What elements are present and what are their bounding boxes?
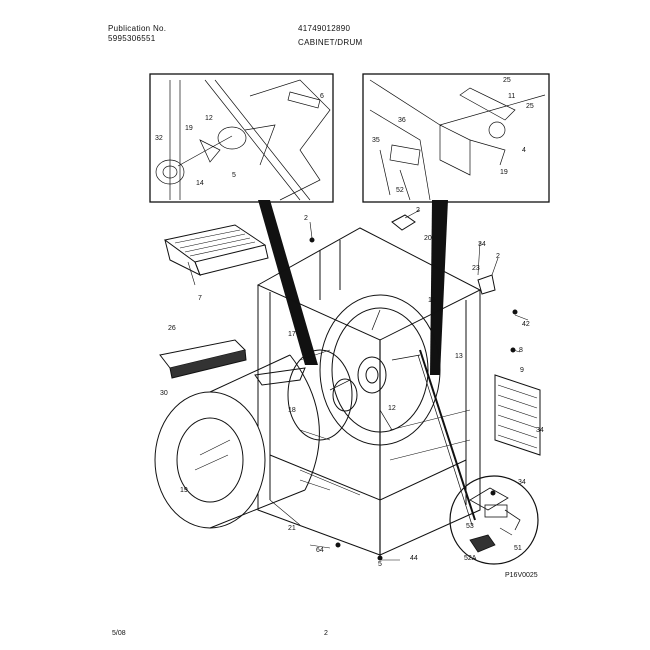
callout-8: 8: [519, 347, 523, 354]
callout-34: 34: [478, 241, 486, 248]
screw-2-top: [309, 237, 315, 243]
callout-20: 20: [424, 235, 432, 242]
callout-19: 19: [500, 169, 508, 176]
toe-kick-panel: [159, 339, 247, 379]
inset-right-pointer: [430, 200, 448, 375]
callout-2: 2: [304, 215, 308, 222]
callout-18: 18: [288, 407, 296, 414]
callout-5: 5: [378, 561, 382, 568]
screw-34: [490, 490, 496, 496]
inset-circle-frame: [449, 475, 539, 565]
callout-44: 44: [410, 555, 418, 562]
callout-34: 34: [518, 479, 526, 486]
footer-date: 5/08: [112, 630, 126, 637]
footer-page-number: 2: [324, 630, 328, 637]
callout-19: 19: [180, 487, 188, 494]
rear-grill: [494, 374, 541, 456]
callout-14: 14: [196, 180, 204, 187]
callout-9: 9: [520, 367, 524, 374]
blower-wheel: [319, 294, 441, 446]
callout-42: 42: [522, 321, 530, 328]
bracket-part-20: [391, 214, 416, 231]
callout-34: 34: [536, 427, 544, 434]
callout-36: 36: [398, 117, 406, 124]
publication-label: Publication No.: [108, 24, 167, 33]
callout-12: 12: [388, 405, 396, 412]
rear-bulkhead: [287, 349, 358, 441]
callout-51: 51: [514, 545, 522, 552]
model-number: 41749012890: [298, 24, 351, 33]
callout-53: 53: [466, 523, 474, 530]
callout-2: 2: [416, 207, 420, 214]
callout-64: 64: [316, 547, 324, 554]
callout-52: 52: [396, 187, 404, 194]
callout-35: 35: [372, 137, 380, 144]
inset-right-frame: [362, 73, 550, 203]
callout-32: 32: [155, 135, 163, 142]
section-title: CABINET/DRUM: [298, 38, 363, 47]
callout-labels: 2 2 2 20 34 23 16 42 8 13 9 12 34 17 26 …: [155, 77, 544, 579]
callout-7: 7: [198, 295, 202, 302]
callout-17: 17: [288, 331, 296, 338]
callout-11: 11: [508, 93, 515, 100]
callout-52a: 52A: [464, 555, 477, 562]
leader-lines: [269, 209, 541, 561]
inset-circle-detail: [469, 487, 521, 553]
drum: [154, 354, 320, 529]
inset-left-detail: [155, 79, 331, 201]
publication-number: 5995306551: [108, 34, 156, 43]
figure-code: P16V0025: [505, 572, 538, 579]
callout-6: 6: [320, 93, 324, 100]
bracket-part-23: [477, 274, 496, 295]
screw-3: [377, 555, 383, 561]
callout-30: 30: [160, 390, 168, 397]
callout-4: 4: [522, 147, 526, 154]
callout-16: 16: [428, 297, 436, 304]
screw-64: [335, 542, 341, 548]
callout-19: 19: [185, 125, 193, 132]
callout-25: 25: [503, 77, 511, 84]
callout-21: 21: [288, 525, 296, 532]
lint-screen: [163, 224, 269, 286]
inset-left-pointer: [258, 200, 318, 365]
screw-42: [512, 309, 518, 315]
callout-13: 13: [455, 353, 463, 360]
callout-25: 25: [526, 103, 534, 110]
drive-belt: [419, 349, 476, 521]
cabinet-frame: [256, 227, 482, 556]
callout-5: 5: [232, 172, 236, 179]
inset-left-frame: [149, 73, 334, 203]
callout-12: 12: [205, 115, 213, 122]
callout-2: 2: [496, 253, 500, 260]
callout-26: 26: [168, 325, 176, 332]
callout-23: 23: [472, 265, 480, 272]
inset-right-detail: [369, 79, 546, 201]
